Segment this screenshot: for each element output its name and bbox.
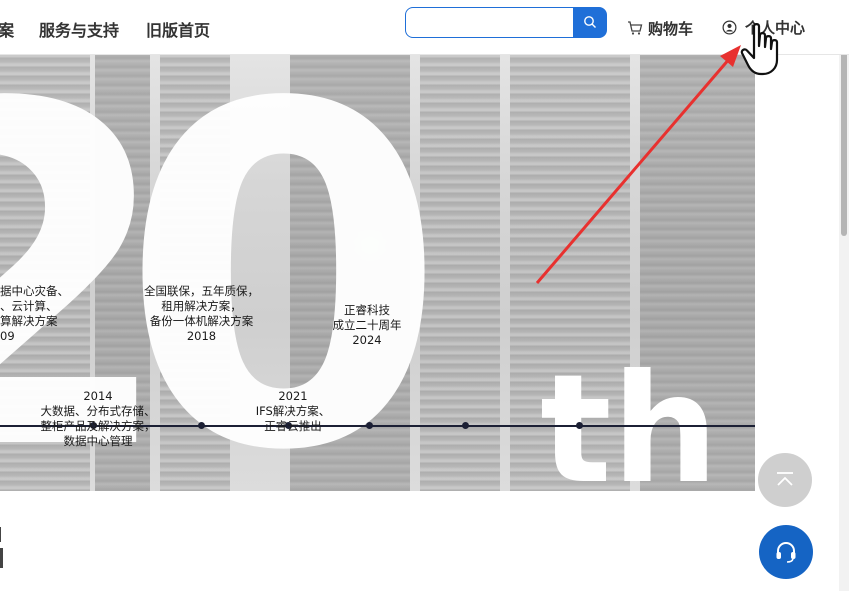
timeline-dot[interactable] [198,422,205,429]
page-margin [755,55,839,491]
event-text: 正睿科技 [344,303,390,317]
cart-label: 购物车 [648,20,694,38]
timeline-axis [0,425,755,427]
event-text: 数据中心管理 [63,434,133,448]
scrollbar-thumb[interactable] [841,20,847,236]
server-rack-image [95,55,150,491]
search-input[interactable] [405,7,605,38]
timeline-event-2024: 正睿科技 成立二十周年 2024 [322,303,412,348]
timeline-event-2014: 2014 大数据、分布式存储、 整柜产品及解决方案， 数据中心管理 [30,389,166,449]
event-text: 算解决方案 [0,314,58,328]
server-rack-image [0,55,90,491]
back-to-top-button[interactable] [758,453,812,507]
nav-item-service-support[interactable]: 服务与支持 [39,21,120,40]
event-text: 租用解决方案， [161,299,242,313]
back-to-top-icon [777,472,793,486]
timeline-dot[interactable] [285,422,292,429]
event-year: 2021 [278,389,308,403]
event-year: 2014 [83,389,113,403]
customer-support-button[interactable] [759,525,813,579]
event-text: 成立二十周年 [332,318,402,332]
server-rack-image [160,55,230,491]
event-text: 正睿云推出 [264,419,322,433]
hand-pointer-icon [740,23,779,76]
anniversary-suffix: th [540,343,719,491]
server-rack-image [290,55,410,491]
event-text: 大数据、分布式存储、 [40,404,156,418]
nav-item-solutions[interactable]: 案 [0,21,15,40]
event-text: IFS解决方案、 [255,404,331,418]
timeline-event-2009: 据中心灾备、 、云计算、 算解决方案 09 [0,284,69,344]
user-circle-icon [722,20,737,35]
page-scrollbar[interactable] [839,0,849,591]
timeline-dot[interactable] [90,422,97,429]
cart-icon [628,21,643,35]
event-text: 据中心灾备、 [0,284,69,298]
headset-icon [776,542,796,563]
search-button[interactable] [573,7,607,38]
content-edge-mark [0,548,3,568]
timeline-dot[interactable] [576,422,583,429]
content-edge-mark [0,527,1,542]
light-glow [350,225,390,265]
timeline-dot[interactable] [366,422,373,429]
event-text: 备份一体机解决方案 [149,314,254,328]
event-text: 、云计算、 [0,299,58,313]
event-text: 整柜产品及解决方案， [40,419,156,433]
server-rack-image [420,55,500,491]
event-year: 2018 [186,329,217,343]
timeline-event-2021: 2021 IFS解决方案、 正睿云推出 [245,389,341,434]
top-header: 案 服务与支持 旧版首页 购物车 个人中心 [0,0,849,55]
timeline-event-2018: 全国联保，五年质保， 租用解决方案， 备份一体机解决方案 2018 [135,284,268,344]
event-year: 2024 [352,333,382,347]
timeline-dot[interactable] [462,422,469,429]
anniversary-digit-2: 2 [0,55,178,491]
hero-banner: 2 0 th 据中心灾备、 、云计算、 算解决方案 09 全国联保，五年质保， … [0,55,755,491]
event-text: 全国联保，五年质保， [144,284,259,298]
search-icon [584,16,596,28]
event-year: 09 [0,329,15,343]
anniversary-digit-0: 0 [120,55,448,491]
nav-item-old-home[interactable]: 旧版首页 [146,21,211,40]
